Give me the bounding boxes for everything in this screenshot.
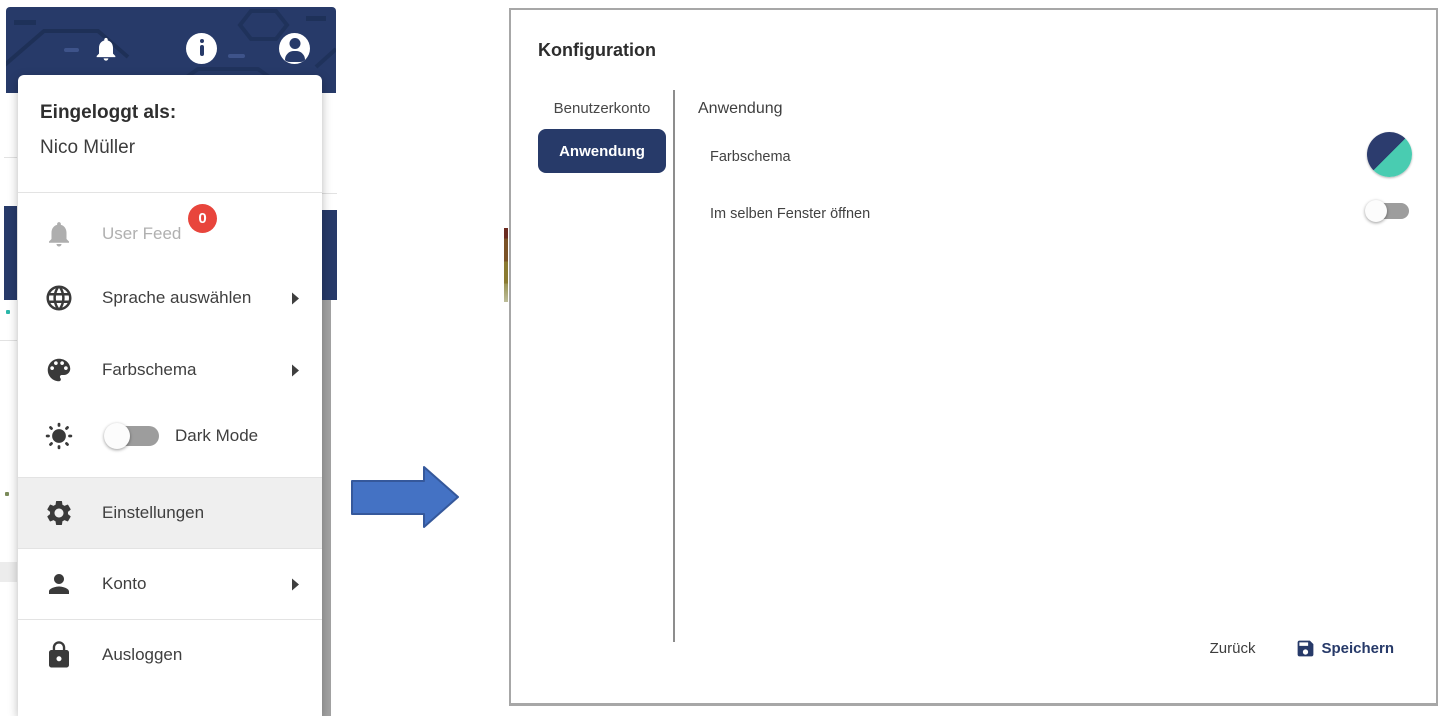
transition-arrow <box>351 466 459 528</box>
background-dot <box>5 492 9 496</box>
menu-item-label: Sprache auswählen <box>102 288 252 307</box>
menu-item-label: Einstellungen <box>102 503 205 522</box>
same-window-toggle[interactable] <box>1365 200 1410 222</box>
konfiguration-dialog: Konfiguration Benutzerkonto Anwendung An… <box>509 8 1438 706</box>
back-button[interactable]: Zurück <box>1209 640 1256 657</box>
user-name: Nico Müller <box>40 137 136 158</box>
toggle-knob <box>104 423 130 449</box>
info-icon[interactable] <box>186 33 217 64</box>
menu-divider <box>18 619 322 620</box>
save-floppy-icon <box>1298 640 1314 657</box>
setting-label-farbschema: Farbschema <box>710 149 791 165</box>
background-banner-right <box>322 210 337 300</box>
color-scheme-swatch[interactable] <box>1367 132 1412 177</box>
menu-item-color-scheme[interactable]: Farbschema <box>18 338 322 402</box>
logged-in-label: Eingeloggt als: <box>40 102 177 123</box>
lock-icon <box>44 640 74 670</box>
menu-item-label: User Feed <box>102 224 182 243</box>
background-divider <box>322 193 337 194</box>
scrollbar-thumb[interactable] <box>322 300 331 716</box>
notification-badge: 0 <box>188 204 217 233</box>
chevron-right-icon <box>292 364 299 376</box>
account-icon[interactable] <box>279 33 310 64</box>
person-icon <box>44 569 74 599</box>
background-sliver <box>504 228 508 302</box>
save-button-label: Speichern <box>1321 640 1394 657</box>
chevron-right-icon <box>292 578 299 590</box>
menu-divider <box>18 477 322 478</box>
menu-item-account[interactable]: Konto <box>18 549 322 619</box>
background-banner-left <box>4 206 17 300</box>
menu-item-user-feed[interactable]: User Feed 0 <box>18 202 322 266</box>
setting-label-same-window: Im selben Fenster öffnen <box>710 206 871 222</box>
sun-icon <box>44 421 74 451</box>
menu-item-label: Dark Mode <box>175 426 259 445</box>
menu-item-label: Konto <box>102 574 147 593</box>
background-divider <box>4 157 17 158</box>
dark-mode-toggle[interactable] <box>104 423 159 449</box>
gear-icon <box>44 498 74 528</box>
background-block <box>0 562 17 582</box>
background-divider <box>0 340 17 341</box>
menu-item-label: Farbschema <box>102 360 197 379</box>
menu-item-dark-mode[interactable]: Dark Mode <box>18 404 322 468</box>
tab-anwendung[interactable]: Anwendung <box>538 129 666 173</box>
dialog-footer: Zurück Speichern <box>1210 638 1394 659</box>
menu-divider <box>18 548 322 549</box>
menu-divider <box>18 192 322 193</box>
info-icon-dot <box>199 39 204 43</box>
menu-item-logout[interactable]: Ausloggen <box>18 620 322 690</box>
chevron-right-icon <box>292 292 299 304</box>
save-button[interactable]: Speichern <box>1295 638 1394 659</box>
background-dot <box>6 310 10 314</box>
bell-icon <box>44 219 74 249</box>
dialog-divider <box>673 90 675 642</box>
section-heading: Anwendung <box>698 100 783 117</box>
notifications-bell-icon[interactable] <box>92 33 120 65</box>
menu-item-settings[interactable]: Einstellungen <box>18 478 322 548</box>
menu-item-language[interactable]: Sprache auswählen <box>18 266 322 330</box>
tab-benutzerkonto[interactable]: Benutzerkonto <box>553 100 651 117</box>
account-icon-body <box>284 51 305 62</box>
globe-icon <box>44 283 74 313</box>
menu-item-label: Ausloggen <box>102 645 183 664</box>
info-icon-bar <box>199 45 204 56</box>
dialog-title: Konfiguration <box>538 40 656 60</box>
palette-icon <box>44 355 74 385</box>
account-icon-head <box>289 38 300 49</box>
toggle-knob <box>1365 200 1387 222</box>
user-menu-dropdown: Eingeloggt als: Nico Müller User Feed 0 … <box>18 75 322 716</box>
